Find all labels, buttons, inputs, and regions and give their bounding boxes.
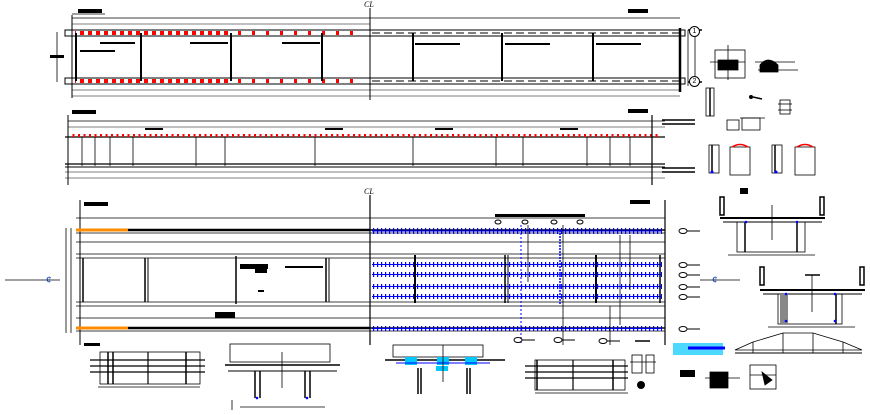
- cross-section-upper: [719, 188, 825, 256]
- grid-axis-bubble-2: 2: [689, 76, 700, 87]
- top-plan-view: [50, 9, 702, 98]
- bottom-right-details: [673, 343, 777, 390]
- centerline-label-bottom: CL: [364, 187, 374, 196]
- girder-elevation-view: [65, 109, 695, 185]
- grid-axis-bubble-1: 1: [689, 26, 700, 37]
- haunch-profile: [734, 332, 863, 354]
- cross-section-lower: [759, 266, 865, 328]
- centerline-symbol-left: ¢: [46, 274, 52, 286]
- centerline-symbol-right: ¢: [712, 274, 718, 286]
- centerline-label-top: CL: [364, 0, 374, 9]
- bottom-details-row: [84, 343, 656, 410]
- deck-reinforcement-plan: [5, 195, 740, 345]
- connection-details: [705, 45, 816, 176]
